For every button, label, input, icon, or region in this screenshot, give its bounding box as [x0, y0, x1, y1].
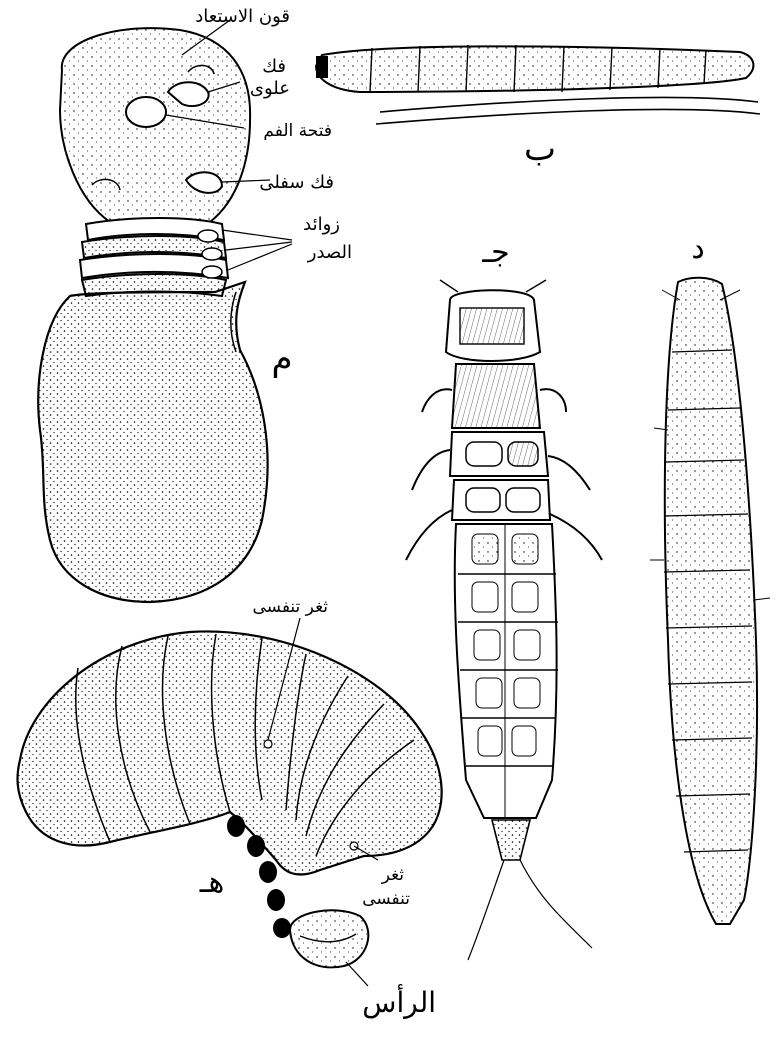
label-breathing-pore-bottom-1: ثغر	[381, 865, 405, 885]
label-upper-jaw-1: فك	[262, 56, 286, 77]
label-antenna-base: قون الاستعاد	[195, 6, 290, 27]
panel-label-e: هـ	[199, 865, 225, 900]
larva-a-figure	[38, 20, 292, 602]
larva-e-figure	[18, 618, 442, 986]
label-breathing-pore-bottom-2: تنفسى	[362, 889, 410, 909]
label-thorax-appendages-2: الصدر	[307, 242, 352, 263]
label-mouth-opening: فتحة الفم	[263, 121, 332, 141]
panel-label-a: م	[271, 339, 292, 379]
larva-c-figure	[406, 280, 602, 960]
label-breathing-pore-top: ثغر تنفسى	[252, 597, 328, 617]
label-upper-jaw-2: علوى	[250, 78, 290, 99]
panel-label-c: جـ	[481, 235, 509, 270]
larva-b-figure	[316, 45, 760, 124]
panel-label-b: ب	[524, 129, 556, 169]
label-head: الرأس	[362, 983, 436, 1019]
label-lower-jaw: فك سفلى	[259, 172, 334, 193]
panel-label-d: د	[691, 231, 704, 266]
label-thorax-appendages-1: زوائد	[303, 214, 340, 235]
larva-d-figure	[650, 278, 770, 924]
